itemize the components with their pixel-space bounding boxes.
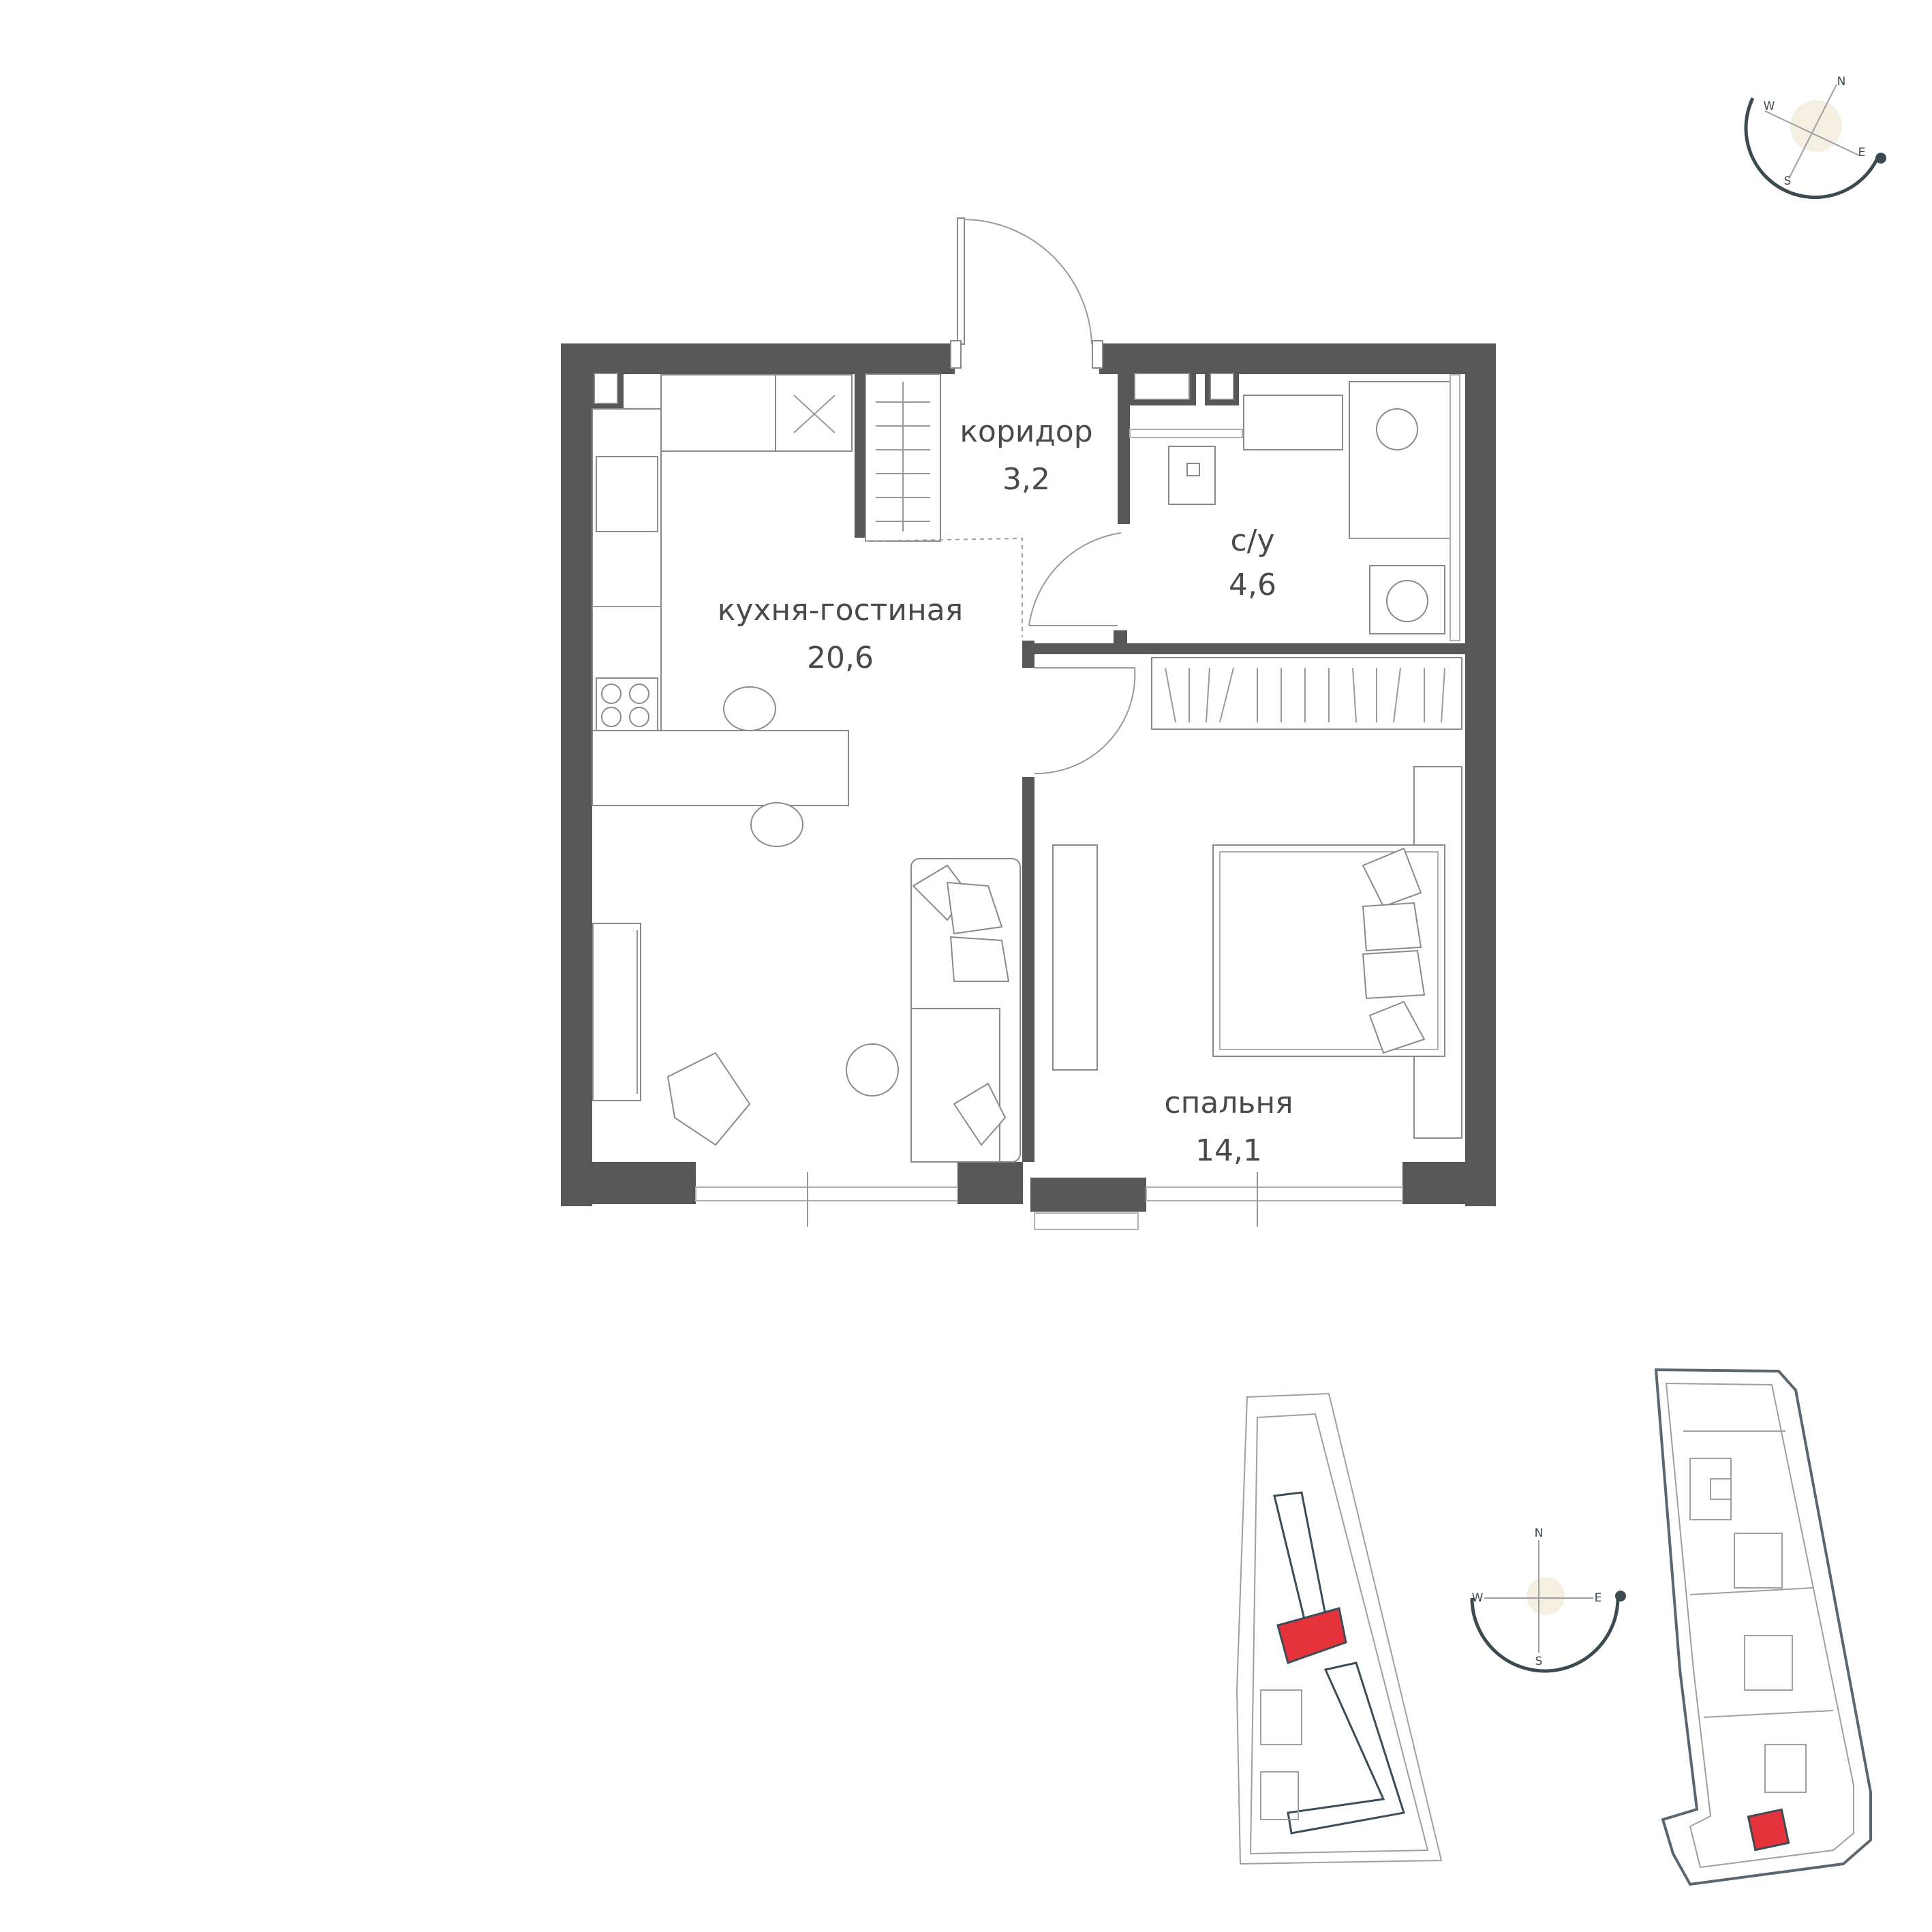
bedroom-wardrobe [1151,657,1462,730]
pillow-1 [1362,847,1422,908]
window-living [695,1186,958,1201]
site-compass-east-label: E [1595,1591,1602,1605]
site-compass-arc [1470,1597,1620,1673]
armchair [666,1052,751,1146]
shaft-bath-2-inner [1210,373,1234,400]
compass-site: N E S W [1470,1527,1626,1673]
room-area-bathroom: 4,6 [1229,568,1276,602]
wall-bottom-1 [561,1162,696,1204]
building-highlight-apartment [1747,1808,1790,1852]
wall-top-left [561,343,955,374]
living-furniture [592,858,1021,1163]
wall-bath-left [1118,374,1130,524]
shower-drain-icon [1376,408,1418,450]
kitchen-island [592,730,849,806]
washing-machine-drum-icon [1386,580,1428,622]
pillow-4 [1368,1000,1426,1054]
room-name-bathroom: с/у [1230,523,1274,558]
wall-door-stub [1022,641,1034,668]
shaft-left-inner [594,373,618,404]
wall-left [561,343,592,1206]
bathroom-fixtures [1129,374,1460,641]
room-area-corridor: 3,2 [1002,462,1050,497]
site-compass-south-label: S [1535,1655,1543,1668]
site-building-south [1287,1661,1405,1835]
wall-bedroom-left [1022,777,1034,1162]
cushion-4 [953,1082,1007,1146]
bedroom-door[interactable] [1034,667,1136,775]
washbasin [1243,395,1343,450]
apartment-plan: коридор 3,2 с/у 4,6 кухня-гостиная 20,6 … [561,217,1496,1230]
wall-bath-bottom [1022,643,1465,654]
shower [1349,381,1452,539]
entrance-door[interactable] [950,217,1103,369]
wall-bottom-4 [1402,1162,1496,1204]
balcony-ledge [1034,1212,1139,1230]
compass-south-label: S [1784,174,1792,188]
site-compass-west-label: W [1472,1591,1484,1605]
building-floor-map [1654,1368,1872,1886]
bar-stool-2 [750,802,803,847]
wall-bottom-3 [1030,1178,1146,1212]
room-name-corridor: коридор [960,414,1092,449]
compass-east-label: E [1858,146,1866,159]
tv-unit [592,923,641,1101]
corridor-wardrobe [865,373,941,542]
site-sun-position-dot [1615,1591,1626,1601]
room-area-kitchen-living: 20,6 [807,641,874,675]
pillow-2 [1362,902,1422,952]
bar-stool-1 [723,686,776,731]
wall-bottom-2 [957,1162,1023,1204]
compass-north-label: N [1837,75,1846,89]
cushion-3 [949,936,1010,982]
window-bedroom [1146,1186,1403,1201]
wall-right [1465,343,1496,1206]
site-building-north [1273,1491,1327,1623]
pillow-3 [1362,949,1426,1000]
cushion-2 [946,881,1003,935]
compass-arc [1744,97,1880,199]
bedroom-furniture [1052,657,1462,1139]
coffee-table [846,1043,899,1097]
sun-position-dot [1875,153,1886,164]
zone-boundary [865,537,1023,637]
room-name-bedroom: спальня [1164,1086,1293,1120]
bedroom-tv-unit [1052,844,1098,1071]
compass-top: N E S W [1744,75,1886,199]
bathroom-door[interactable] [1028,532,1122,626]
site-sun-marker-icon [1527,1577,1565,1615]
building-outline [1654,1368,1872,1886]
room-area-bedroom: 14,1 [1195,1133,1262,1168]
site-highlight-apartment [1276,1607,1347,1664]
site-compass-north-label: N [1535,1527,1544,1540]
wall-closet-left [855,374,865,538]
compass-west-label: W [1764,99,1775,113]
shaft-bath-inner [1134,373,1190,400]
kitchen-units [592,374,853,847]
site-map-overview [1236,1392,1443,1865]
room-name-kitchen-living: кухня-гостиная [718,593,963,628]
wall-bath-stub [1114,630,1127,644]
kitchen-sink [596,456,658,532]
